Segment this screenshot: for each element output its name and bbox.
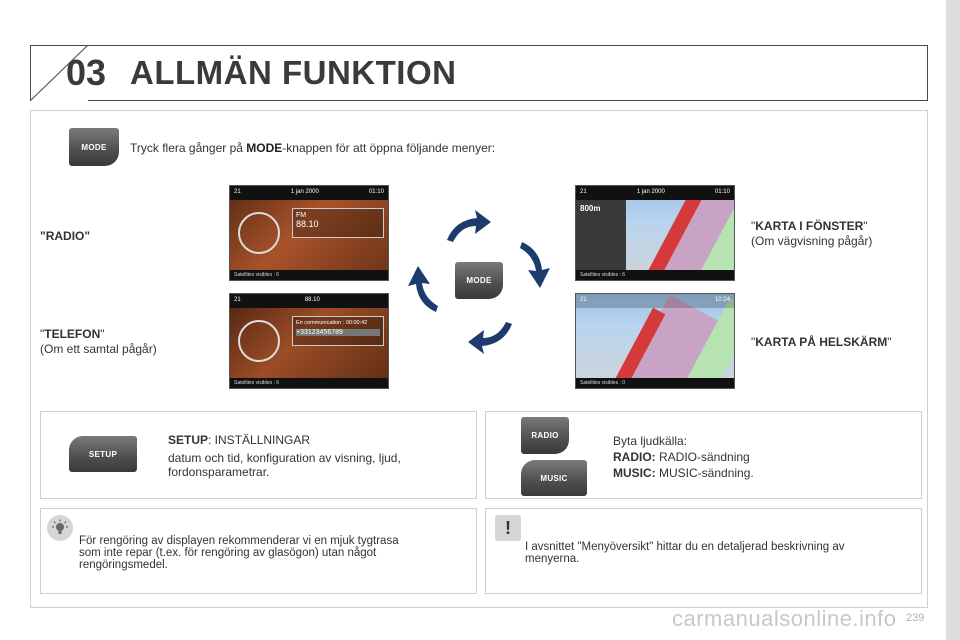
page-number: 239 [906, 612, 925, 624]
source-description: Byta ljudkälla: RADIO: RADIO-sändning MU… [613, 434, 754, 480]
chapter-title: ALLMÄN FUNKTION [130, 54, 457, 91]
karta-window-label: "KARTA I FÖNSTER"(Om vägvisning pågår) [751, 219, 873, 248]
compass-dial-icon [238, 212, 280, 254]
radio-key-icon: RADIO [521, 417, 569, 454]
compass-dial-icon [238, 320, 280, 362]
call-info-box: En communication : 00:00:42+33123456789 [292, 316, 384, 346]
cleaning-tip-text: För rengöring av displayen rekommenderar… [79, 535, 399, 571]
guidance-panel: 800m [576, 200, 626, 272]
telefon-label: "TELEFON"(Om ett samtal pågår) [40, 327, 157, 356]
music-key-icon: MUSIC [521, 460, 587, 496]
header-corner-cut [30, 45, 88, 101]
menu-overview-note-box [485, 508, 922, 594]
satellites-footer: Satellites visibles : 6 [230, 270, 388, 280]
exclamation-icon: ! [495, 515, 521, 541]
satellites-footer: Satellites visibles : 6 [230, 378, 388, 388]
satellites-footer: Satellites visibles : 6 [576, 270, 734, 280]
cycle-arrow-icon [447, 210, 491, 242]
chapter-header [30, 45, 928, 101]
mode-key-icon: MODE [69, 128, 119, 166]
cycle-arrow-icon [408, 266, 438, 312]
setup-title: SETUP: INSTÄLLNINGAR [168, 433, 311, 447]
watermark: carmanualsonline.info [672, 606, 897, 631]
lightbulb-icon [47, 515, 73, 541]
setup-key-icon: SETUP [69, 436, 137, 472]
satellites-footer: Satellites visibles : 0 [576, 378, 734, 388]
karta-full-label: "KARTA PÅ HELSKÄRM" [751, 335, 892, 349]
menu-overview-note-text: I avsnittet "Menyöversikt" hittar du en … [525, 541, 845, 565]
cycle-arrow-icon [520, 242, 550, 288]
mode-key-icon: MODE [455, 262, 503, 299]
setup-description: datum och tid, konfiguration av visning,… [168, 451, 401, 479]
radio-label: "RADIO" [40, 229, 91, 243]
cycle-arrow-icon [468, 322, 512, 354]
chapter-number: 03 [66, 52, 107, 93]
cleaning-tip-box [40, 508, 477, 594]
page-edge-strip [946, 0, 960, 640]
intro-text: Tryck flera gånger på MODE-knappen för a… [130, 141, 496, 155]
